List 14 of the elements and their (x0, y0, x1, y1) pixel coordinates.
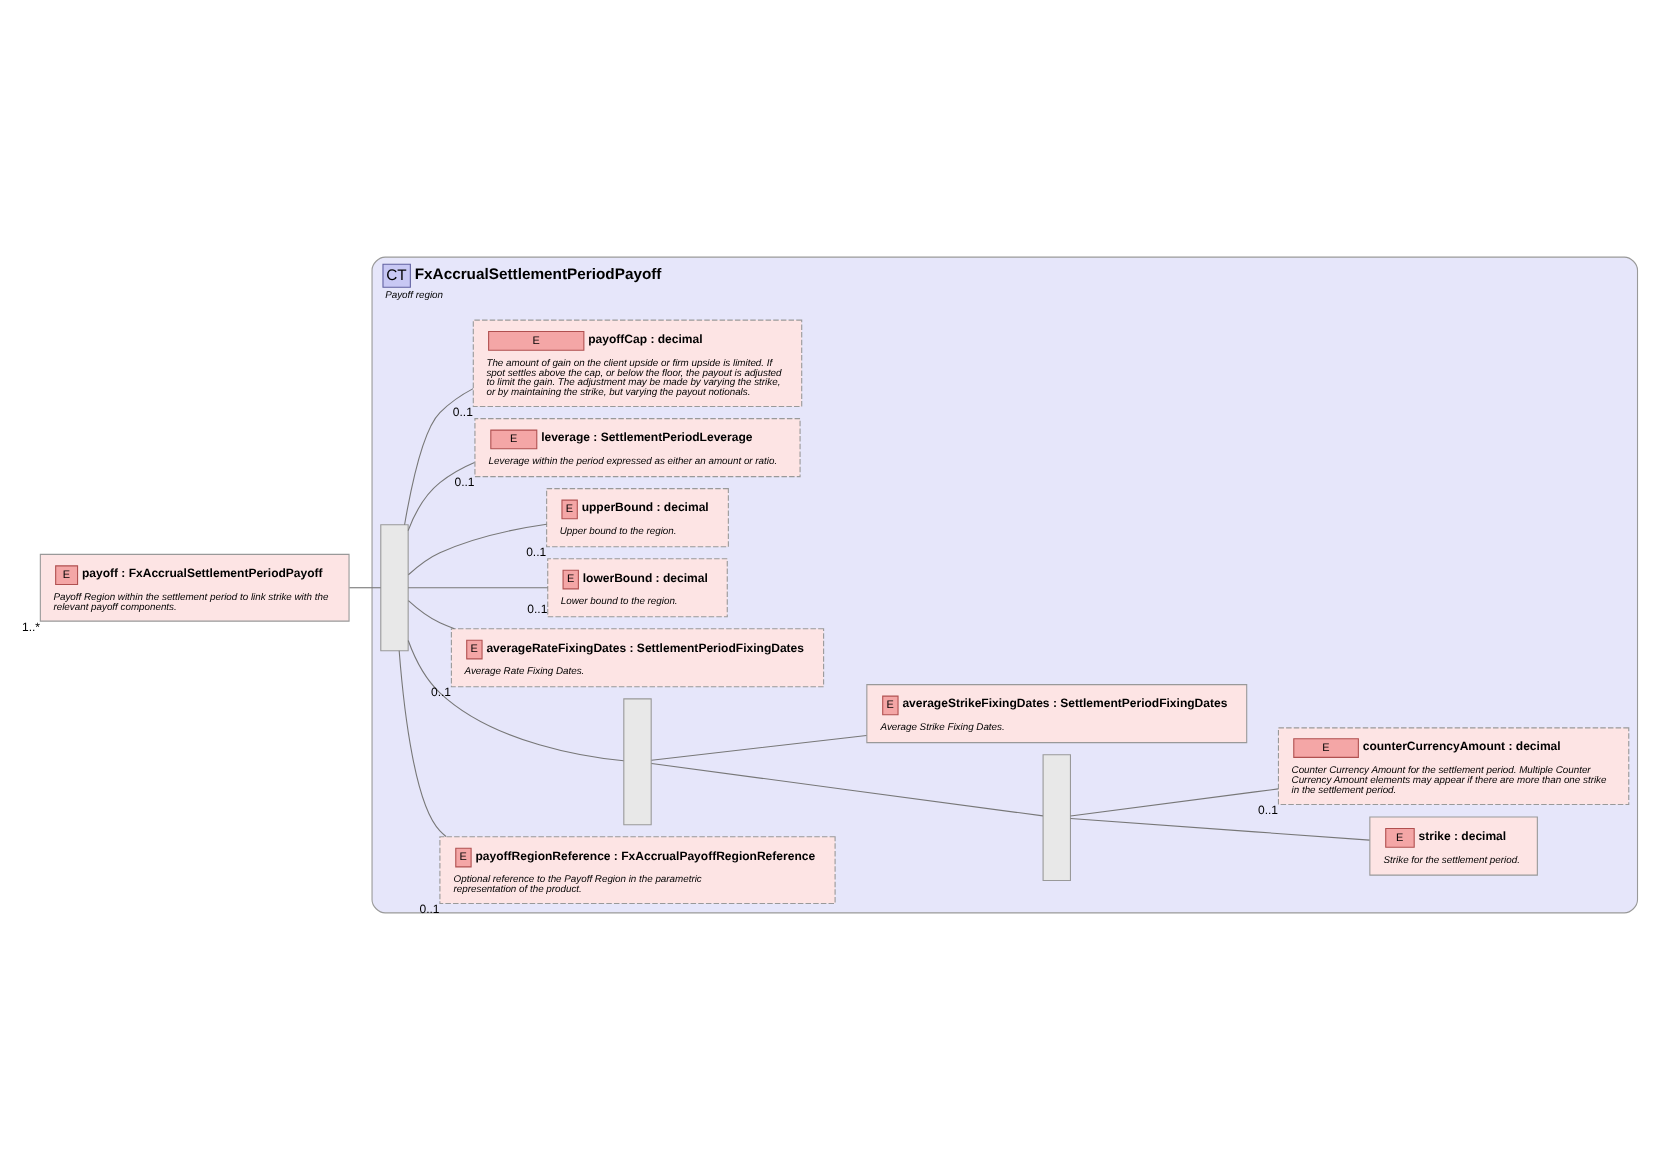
connector (407, 523, 548, 576)
connector (398, 650, 447, 837)
node-box (1042, 754, 1071, 882)
connector (1070, 788, 1279, 817)
connector (349, 587, 382, 589)
connector (651, 762, 1044, 817)
connector (407, 600, 455, 630)
connector (651, 734, 867, 761)
node-box (380, 524, 409, 652)
node-box (623, 698, 652, 826)
connector (404, 388, 474, 526)
connector (1070, 818, 1371, 841)
connector (407, 461, 476, 532)
connector (407, 587, 549, 589)
